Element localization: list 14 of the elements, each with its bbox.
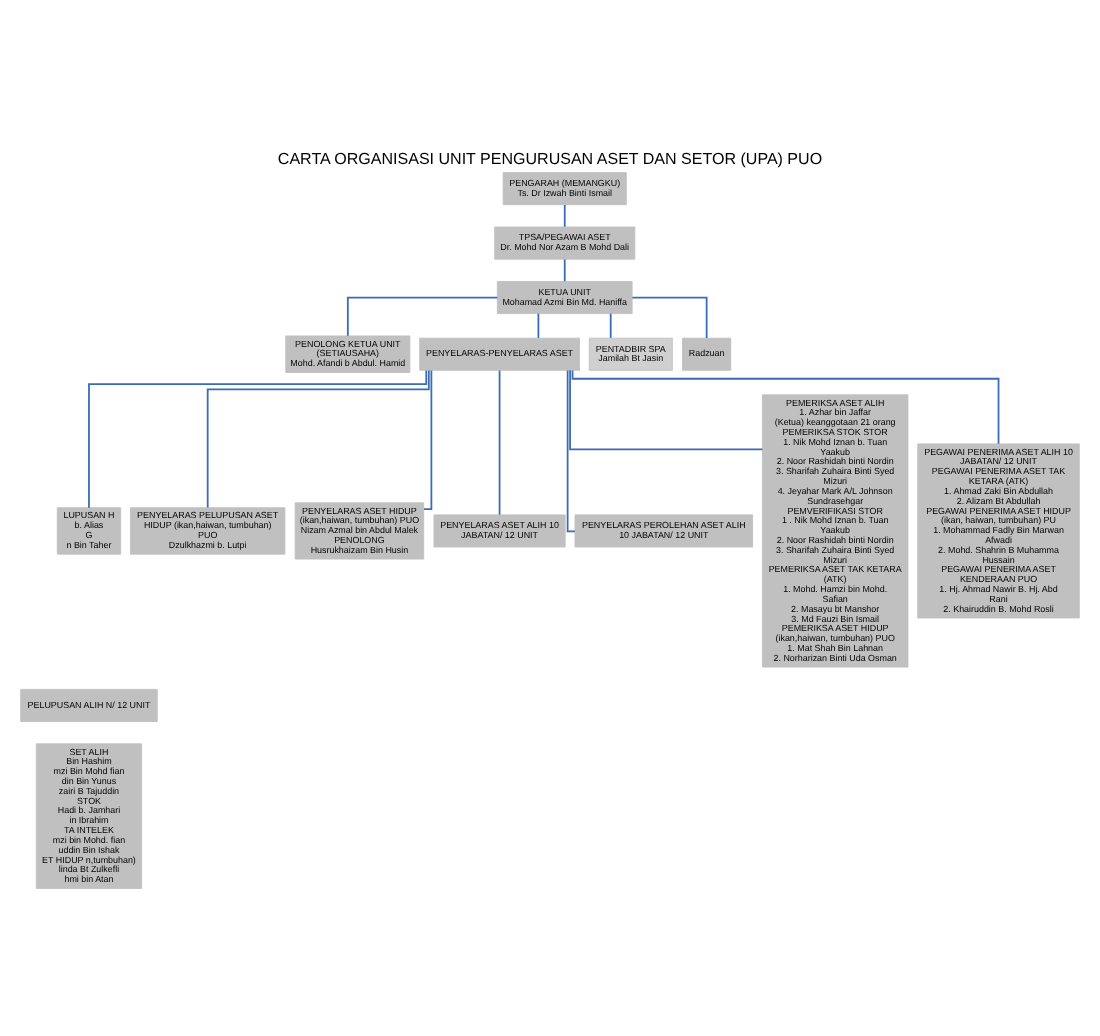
connector (346, 296, 499, 337)
connector (563, 204, 566, 228)
connector (631, 296, 708, 339)
connector (569, 369, 764, 451)
connector (498, 369, 501, 516)
connector (566, 369, 576, 533)
connector (609, 312, 612, 339)
connector (88, 369, 428, 509)
diagram-title: CARTA ORGANISASI UNIT PENGURUSAN ASET DAN SETOR (UPA) PUO (277, 149, 823, 168)
connector (571, 369, 1000, 445)
connector (423, 369, 433, 510)
connector (563, 258, 566, 283)
connector (206, 369, 430, 509)
connector (537, 312, 540, 339)
